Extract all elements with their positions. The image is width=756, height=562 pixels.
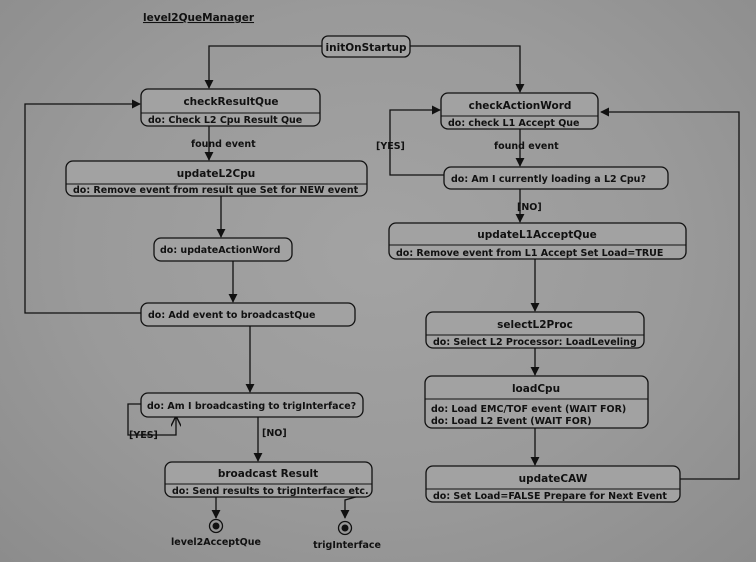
final-state-triginterface-label: trigInterface <box>313 540 381 551</box>
state-updateactionword-activity: do: updateActionWord <box>160 245 280 256</box>
state-selectl2proc-activity: do: Select L2 Processor: LoadLeveling <box>433 337 637 348</box>
edge-addbroadcast-loop-to-checkresultque <box>24 99 141 314</box>
state-checkactionword-name: checkActionWord <box>469 100 572 112</box>
state-broadcastresult[interactable]: broadcast Result do: Send results to tri… <box>164 461 373 498</box>
state-addbroadcast-activity: do: Add event to broadcastQue <box>148 310 316 321</box>
state-updatecaw-activity: do: Set Load=FALSE Prepare for Next Even… <box>433 491 667 502</box>
state-checkresultque-activity: do: Check L2 Cpu Result Que <box>148 115 302 126</box>
label-right-yes: [YES] <box>376 141 405 152</box>
state-initonstartup-name: initOnStartup <box>326 42 407 54</box>
state-checkactionword[interactable]: checkActionWord do: check L1 Accept Que <box>440 92 599 130</box>
state-broadcastresult-name: broadcast Result <box>218 468 318 480</box>
state-updatel1acceptque-name: updateL1AcceptQue <box>477 229 596 241</box>
state-ambroadcasting[interactable]: do: Am I broadcasting to trigInterface? <box>140 392 364 418</box>
state-loadcpu-activity-1: do: Load EMC/TOF event (WAIT FOR) <box>431 404 626 415</box>
state-initonstartup[interactable]: initOnStartup <box>321 35 411 58</box>
label-left-yes: [YES] <box>129 430 158 441</box>
state-checkresultque-name: checkResultQue <box>183 96 278 108</box>
state-loadcpu-activity-2: do: Load L2 Event (WAIT FOR) <box>431 416 592 427</box>
state-addbroadcast[interactable]: do: Add event to broadcastQue <box>140 302 356 327</box>
state-updatecaw[interactable]: updateCAW do: Set Load=FALSE Prepare for… <box>425 465 681 503</box>
final-state-level2acceptque-label: level2AcceptQue <box>171 537 261 548</box>
state-checkactionword-activity: do: check L1 Accept Que <box>448 118 580 129</box>
state-updatel1acceptque-activity: do: Remove event from L1 Accept Set Load… <box>396 248 663 259</box>
state-amloading[interactable]: do: Am I currently loading a L2 Cpu? <box>443 166 669 190</box>
state-updatel1acceptque[interactable]: updateL1AcceptQue do: Remove event from … <box>388 222 687 260</box>
state-updateactionword[interactable]: do: updateActionWord <box>153 237 293 262</box>
state-loadcpu-name: loadCpu <box>512 383 560 395</box>
label-left-no: [NO] <box>262 428 287 439</box>
diagram-title: level2QueManager <box>143 12 255 24</box>
state-broadcastresult-activity: do: Send results to trigInterface etc. <box>172 486 369 497</box>
state-updatel2cpu-activity: do: Remove event from result que Set for… <box>73 185 359 196</box>
label-right-found-event: found event <box>494 141 559 152</box>
edge-init-to-checkactionword <box>410 45 525 93</box>
state-updatecaw-name: updateCAW <box>519 473 588 485</box>
state-updatel2cpu-name: updateL2Cpu <box>177 168 255 180</box>
state-updatel2cpu[interactable]: updateL2Cpu do: Remove event from result… <box>65 160 368 197</box>
state-ambroadcasting-activity: do: Am I broadcasting to trigInterface? <box>147 401 356 412</box>
edge-init-to-checkresultque <box>204 45 322 89</box>
state-amloading-activity: do: Am I currently loading a L2 Cpu? <box>451 174 646 185</box>
state-checkresultque[interactable]: checkResultQue do: Check L2 Cpu Result Q… <box>140 88 321 127</box>
final-state-triginterface[interactable] <box>337 520 353 536</box>
state-loadcpu[interactable]: loadCpu do: Load EMC/TOF event (WAIT FOR… <box>424 375 649 429</box>
label-right-no: [NO] <box>517 202 542 213</box>
state-selectl2proc[interactable]: selectL2Proc do: Select L2 Processor: Lo… <box>425 311 645 349</box>
edge-updatecaw-loop-to-checkactionword <box>600 107 740 480</box>
label-left-found-event: found event <box>191 139 256 150</box>
final-state-level2acceptque[interactable] <box>208 518 224 534</box>
edge-ambroadcasting-yes-loop <box>127 403 176 436</box>
edge-amloading-yes-loop <box>389 105 444 176</box>
state-selectl2proc-name: selectL2Proc <box>497 319 573 331</box>
transitions <box>24 45 740 519</box>
